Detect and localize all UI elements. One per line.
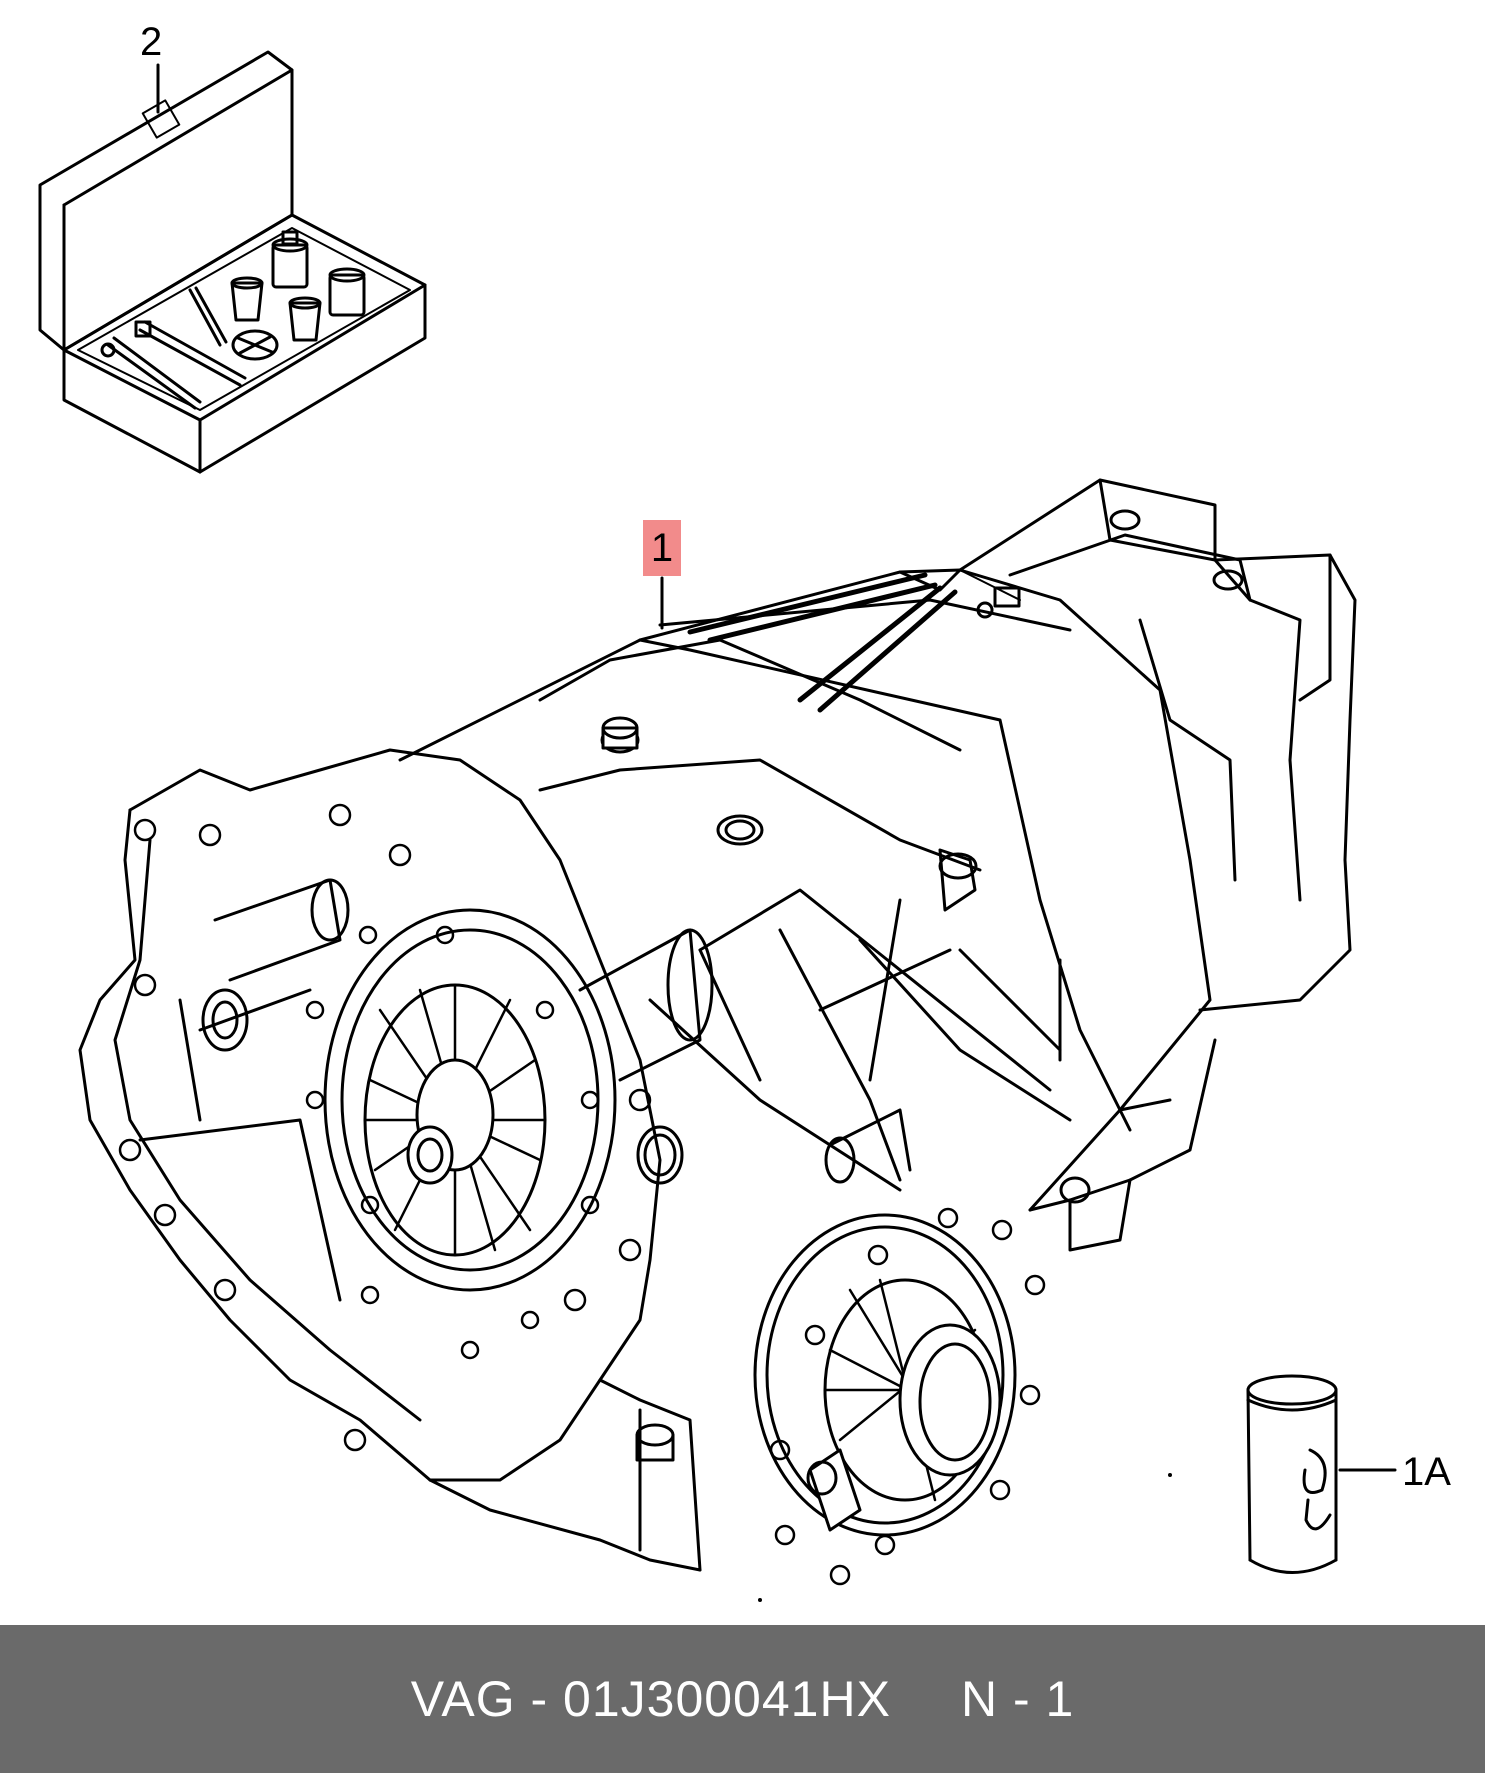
callout-label-1-highlighted[interactable]: 1	[643, 520, 681, 576]
parts-diagram	[38, 50, 1397, 1602]
part-code: VAG - 01J300041HX	[410, 1671, 891, 1727]
diagram-position: N - 1	[960, 1671, 1075, 1727]
gearbox-assembly	[78, 478, 1357, 1586]
part-number-footer: VAG - 01J300041HX N - 1	[0, 1625, 1485, 1773]
callout-label-1a: 1A	[1402, 1450, 1451, 1494]
callout-label-2: 2	[140, 20, 163, 64]
repair-kit-case	[38, 50, 427, 474]
atf-fluid-can	[1246, 1374, 1397, 1574]
